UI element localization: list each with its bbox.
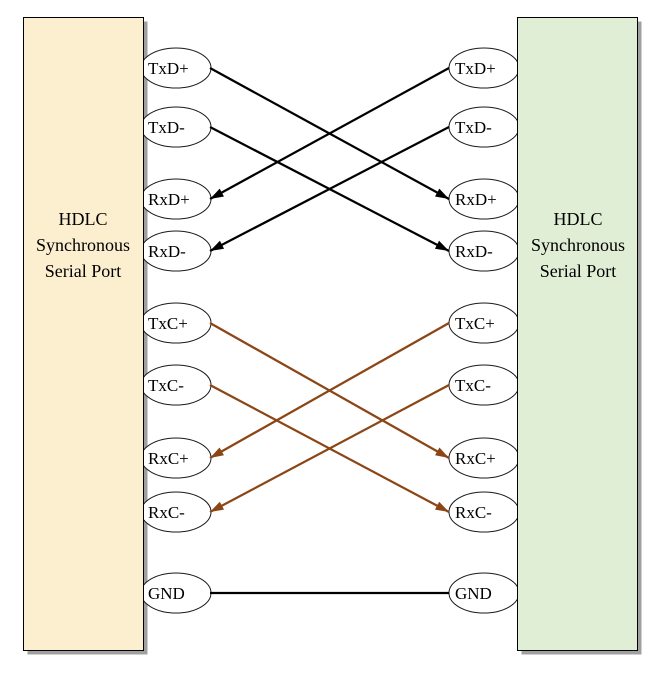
pin-label-left-txc-plus: TxC+ <box>148 314 188 333</box>
pin-label-left-rxc-minus: RxC- <box>148 503 185 522</box>
pin-label-right-txd-minus: TxD- <box>455 118 492 137</box>
left-port-title-line2: Synchronous <box>36 235 130 255</box>
pin-label-left-rxd-plus: RxD+ <box>148 190 190 209</box>
pin-label-right-txc-plus: TxC+ <box>455 314 495 333</box>
pin-label-right-rxd-plus: RxD+ <box>455 190 497 209</box>
wire-right-txcm-to-left-rxcm <box>209 384 450 513</box>
left-pin-group <box>144 47 212 614</box>
pin-label-left-txc-minus: TxC- <box>148 376 184 395</box>
right-port-title-line3: Serial Port <box>540 261 617 281</box>
right-pin-group <box>448 47 517 614</box>
right-port-title-line2: Synchronous <box>531 235 625 255</box>
right-port-box <box>517 17 638 651</box>
wire-right-txdp-to-left-rxdp <box>209 67 450 200</box>
pin-label-right-rxc-plus: RxC+ <box>455 449 496 468</box>
wire-right-txcp-to-left-rxcp <box>209 322 450 459</box>
pin-label-right-txc-minus: TxC- <box>455 376 491 395</box>
left-port-box <box>23 17 144 651</box>
pin-label-left-rxd-minus: RxD- <box>148 242 186 261</box>
pin-label-right-rxd-minus: RxD- <box>455 242 493 261</box>
right-port-title-line1: HDLC <box>554 209 603 229</box>
left-port-title-line3: Serial Port <box>45 261 122 281</box>
pin-label-right-txd-plus: TxD+ <box>455 59 496 78</box>
wire-right-txdm-to-left-rxdm <box>209 126 450 252</box>
pin-label-left-txd-plus: TxD+ <box>148 59 189 78</box>
pin-label-left-gnd: GND <box>148 584 185 603</box>
pin-label-right-gnd: GND <box>455 584 492 603</box>
pin-label-right-rxc-minus: RxC- <box>455 503 492 522</box>
pin-label-left-rxc-plus: RxC+ <box>148 449 189 468</box>
pin-label-left-txd-minus: TxD- <box>148 118 185 137</box>
left-port-title-line1: HDLC <box>59 209 108 229</box>
